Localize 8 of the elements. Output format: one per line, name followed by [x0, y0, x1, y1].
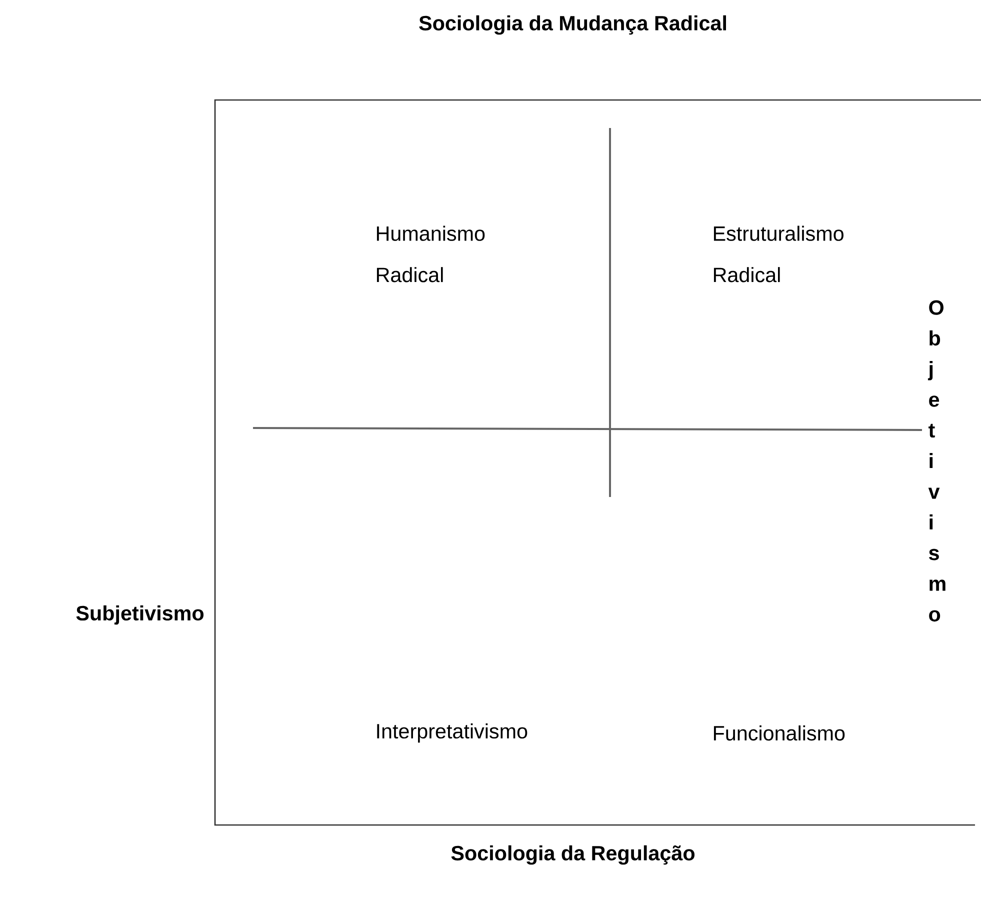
quadrant-label: Funcionalismo [714, 725, 845, 741]
axis-label: Sociologia da Regulação [451, 845, 694, 865]
axis-label: Sociologia da Mudança Radical [419, 15, 726, 35]
axis-label: Objetivismo [928, 300, 946, 622]
quadrant-label: Humanismo Radical [376, 226, 485, 282]
quadrant-label: Interpretativismo [377, 723, 528, 743]
quadrant-label: Estruturalismo Radical [714, 226, 844, 282]
axis-label: Subjetivismo [76, 605, 204, 625]
